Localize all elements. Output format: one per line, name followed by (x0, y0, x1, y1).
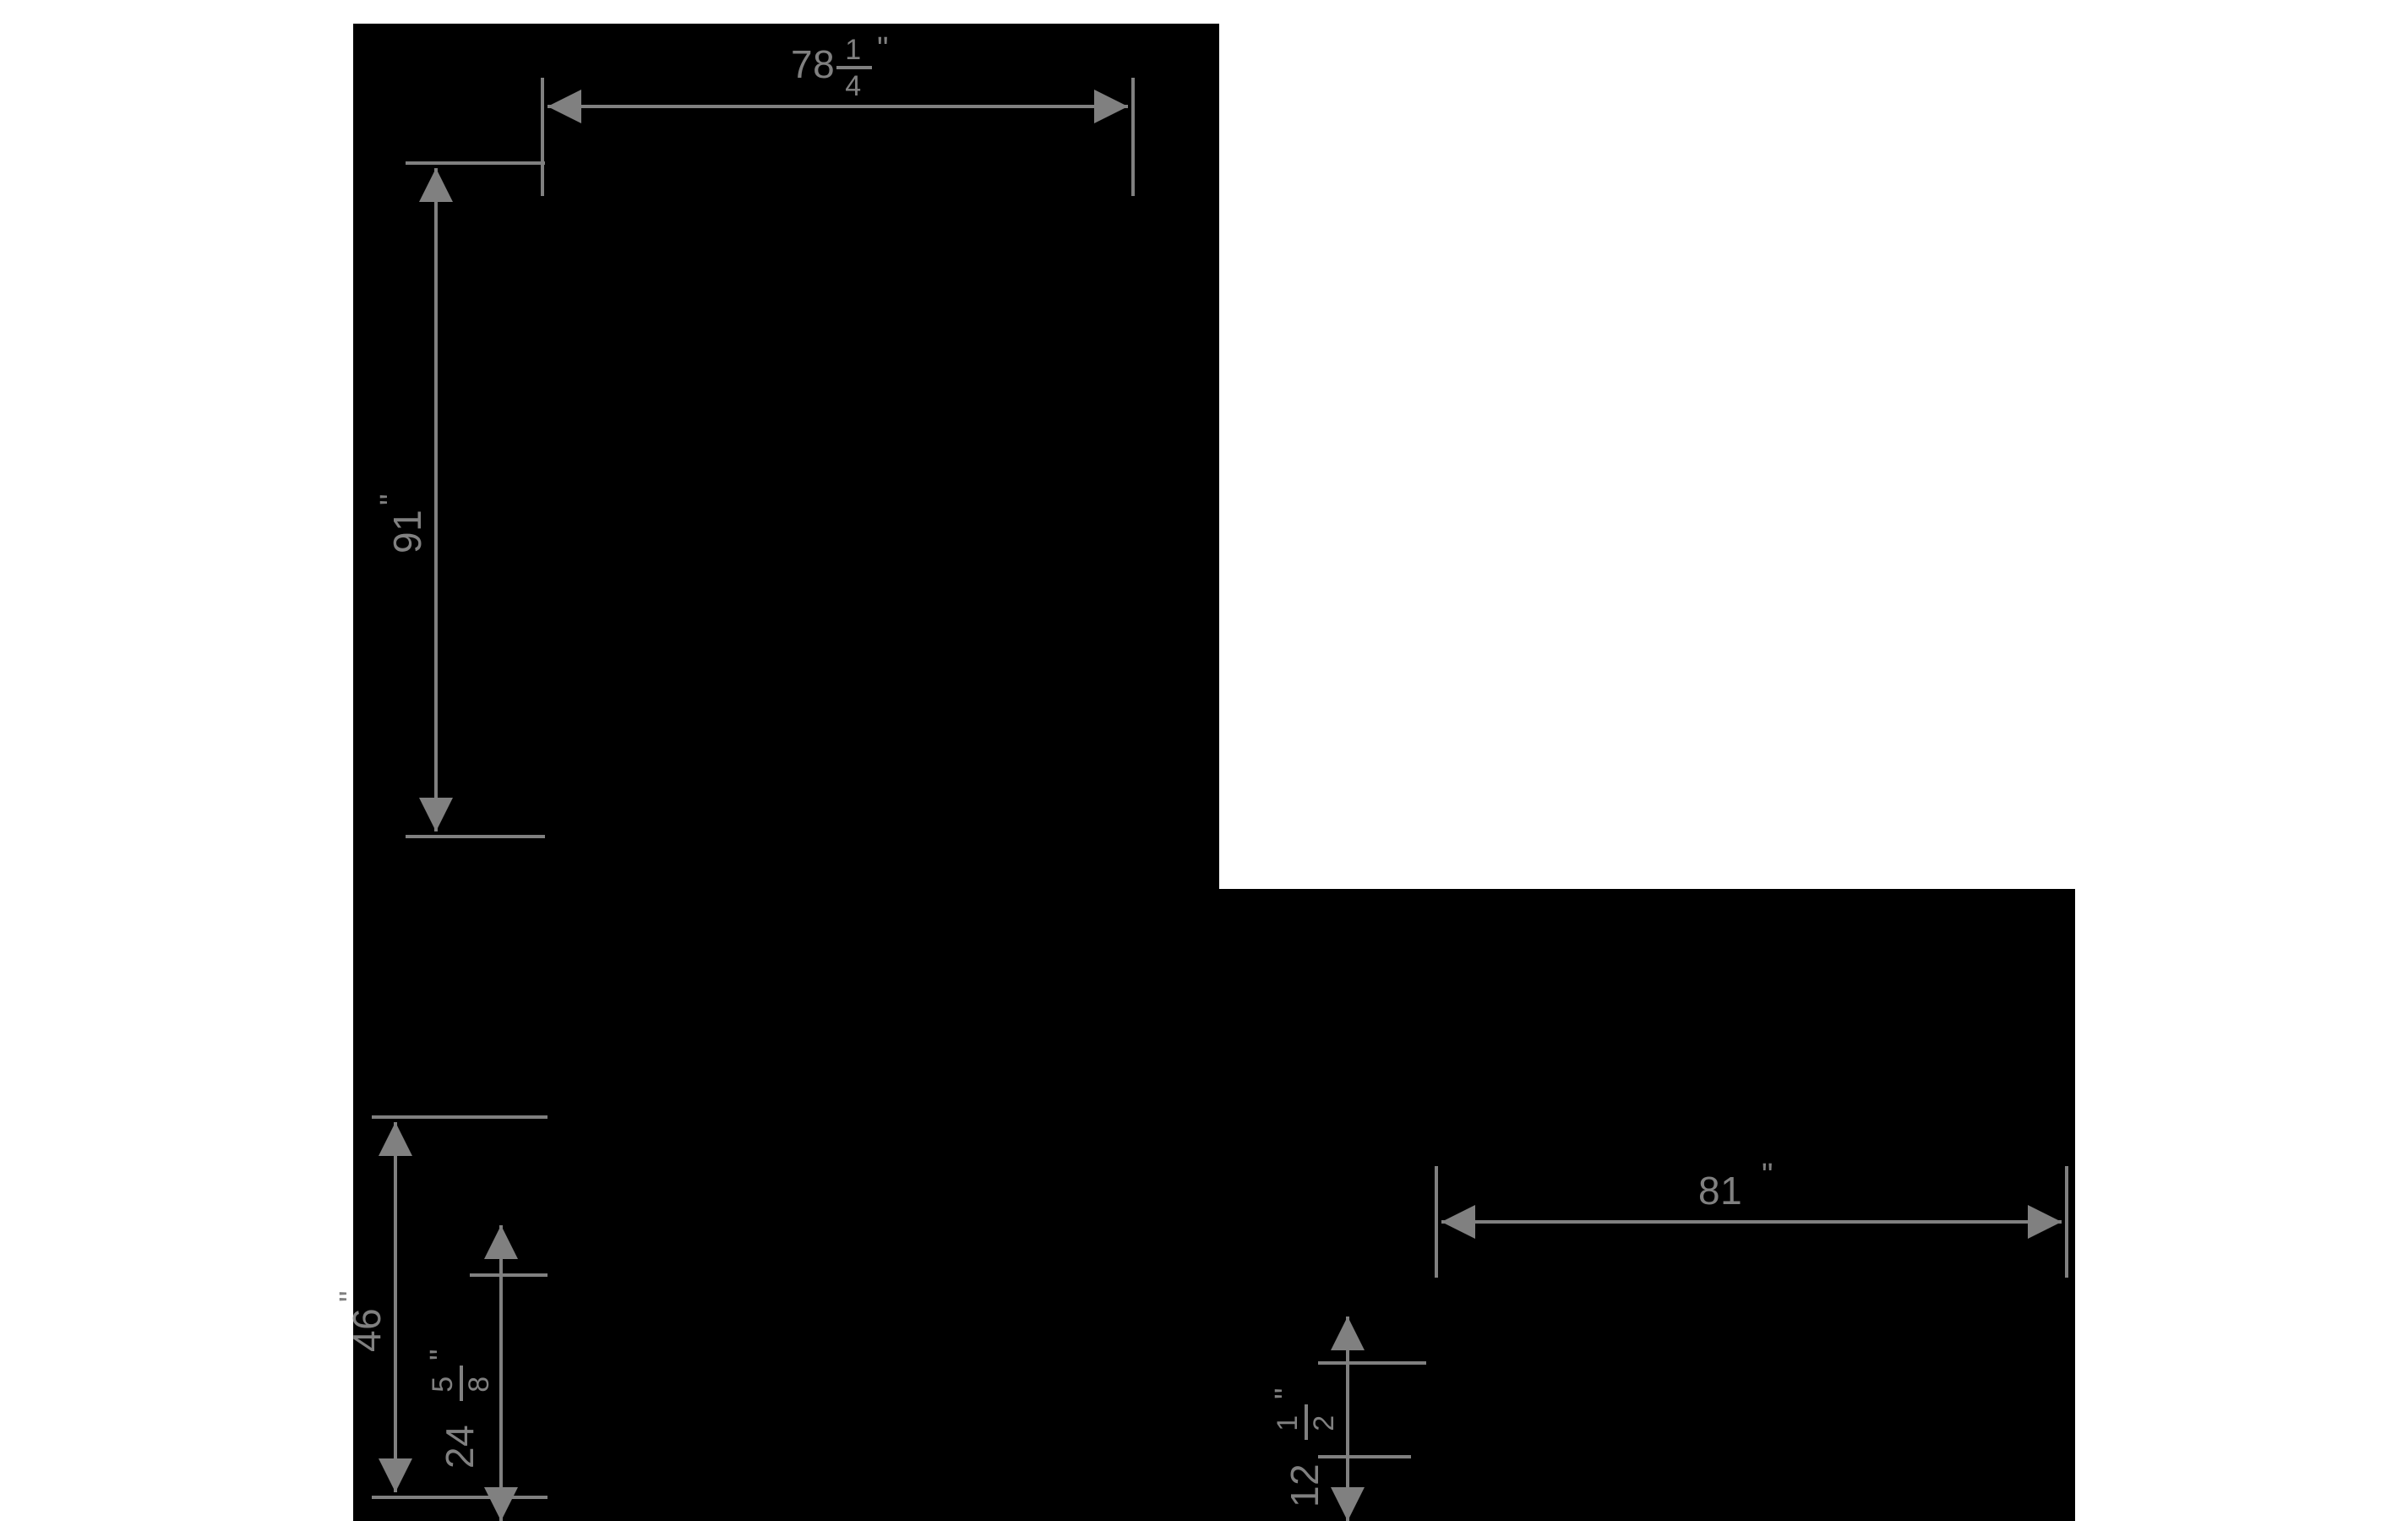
l-shaped-outline (353, 24, 2075, 1521)
lower-right-height-inch-mark: " (1269, 1387, 1305, 1399)
lower-left-inner-whole: 24 (438, 1425, 482, 1469)
left-height-whole: 91 (385, 510, 429, 553)
lower-right-height-denominator: 2 (1308, 1415, 1340, 1431)
lower-left-inner-label: 24 5 8 " (424, 1349, 495, 1469)
top-width-whole: 78 (791, 42, 835, 86)
top-width-numerator: 1 (845, 34, 861, 66)
lower-right-height-label: 12 1 2 " (1269, 1387, 1340, 1507)
lower-left-height-whole: 46 (345, 1308, 389, 1352)
top-width-inch-mark: " (877, 31, 889, 67)
lower-left-inner-inch-mark: " (424, 1349, 460, 1360)
left-height-inch-mark: " (374, 493, 410, 505)
top-width-label: 78 1 4 " (791, 31, 889, 102)
lower-left-inner-denominator: 8 (463, 1376, 495, 1392)
lower-left-height-inch-mark: " (334, 1290, 369, 1302)
lower-right-width-label: 81 " (1698, 1158, 1773, 1213)
lower-right-height-whole: 12 (1283, 1464, 1327, 1507)
lower-right-height-numerator: 1 (1272, 1415, 1304, 1431)
top-width-denominator: 4 (845, 70, 861, 102)
lower-left-height-label: 46 " (334, 1290, 389, 1352)
lower-right-width-whole: 81 (1698, 1169, 1742, 1213)
left-height-label: 91 " (374, 493, 429, 553)
lower-left-inner-numerator: 5 (427, 1376, 459, 1392)
lower-right-width-inch-mark: " (1762, 1158, 1773, 1193)
